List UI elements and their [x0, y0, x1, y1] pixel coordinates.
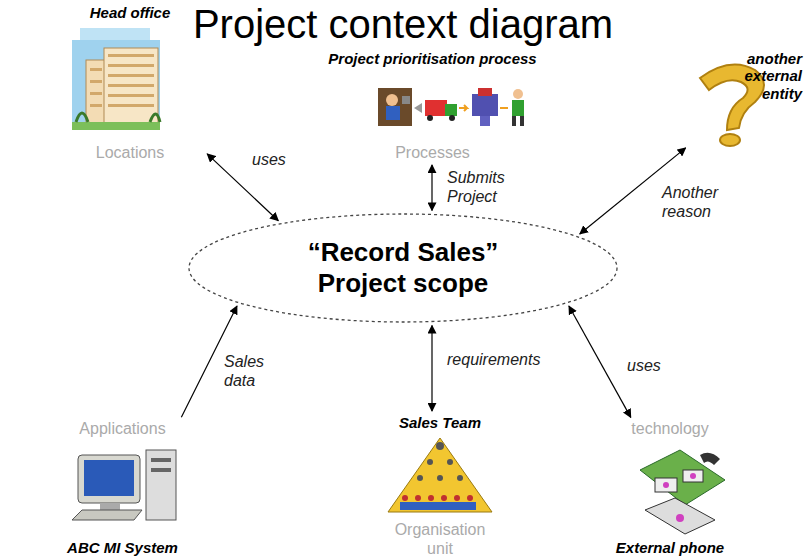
building-icon [72, 28, 160, 130]
project-scope-ellipse: “Record Sales” Project scope [188, 213, 618, 323]
connector-label: uses [250, 150, 288, 169]
entity-label: Project prioritisation process [328, 50, 536, 67]
entity-type-label: ABC MI System [67, 539, 178, 556]
entity-type-label: Organisation unit [390, 521, 490, 558]
connector-label: uses [625, 356, 663, 375]
phone-icon [640, 450, 725, 534]
technology-entity: technologyExternal phone [600, 420, 740, 556]
entity-type-label: External phone [616, 539, 724, 556]
connector-label: Submits Project [445, 168, 524, 206]
entity-label: another external entity [734, 50, 802, 102]
entity-label: Sales Team [399, 414, 481, 431]
connector-label: Sales data [222, 352, 274, 390]
entity-label: Head office [90, 4, 171, 21]
organisation-entity: Sales TeamOrganisation unit [380, 414, 500, 558]
organisation-pyramid-icon [388, 438, 492, 512]
connector-arrow [431, 165, 432, 211]
entity-type-label: Processes [395, 144, 470, 162]
connector-arrow [569, 306, 631, 417]
connector-label: requirements [445, 350, 542, 369]
application-entity: ApplicationsABC MI System [50, 420, 195, 556]
computer-icon [72, 450, 176, 520]
entity-label: Applications [79, 420, 165, 438]
process-icon [378, 88, 524, 126]
connector-arrow [431, 325, 432, 411]
process-entity: Project prioritisation processProcesses [305, 50, 560, 162]
entity-label: technology [631, 420, 708, 438]
external-entity: another external entity [688, 50, 802, 150]
location-entity: Head officeLocations [55, 4, 205, 162]
connector-label: Another reason [660, 183, 734, 221]
entity-label: “Record Sales” Project scope [283, 237, 523, 299]
entity-type-label: Locations [96, 144, 165, 162]
